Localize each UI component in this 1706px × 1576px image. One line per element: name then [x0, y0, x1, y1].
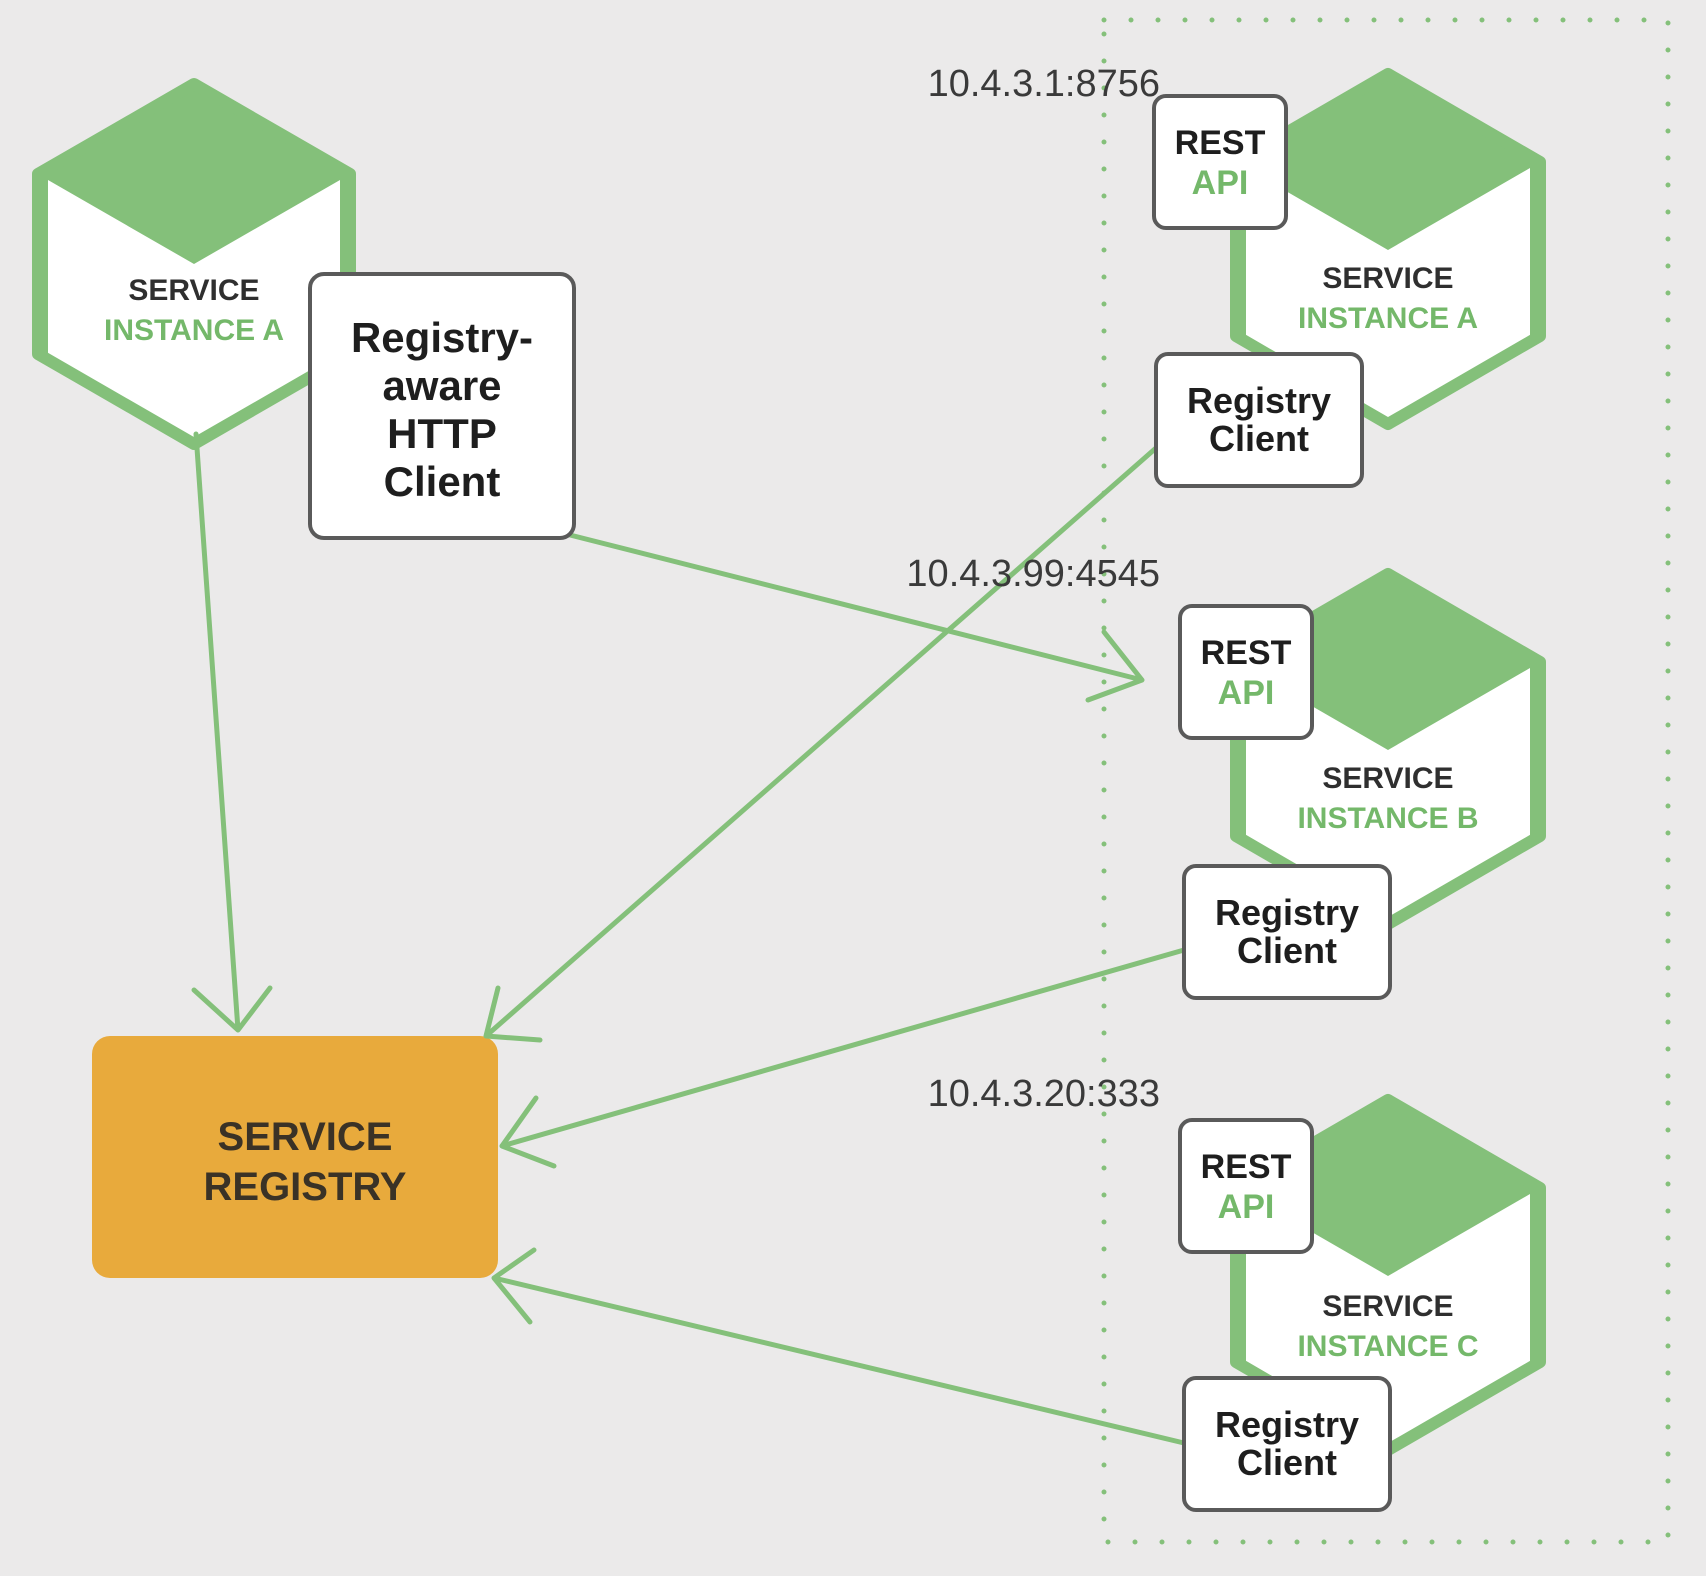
instance-b-address: 10.4.3.99:4545 [906, 553, 1160, 595]
registry-aware-http-client: Registry- aware HTTP Client [308, 272, 576, 540]
instance-b-registry-client-box: Registry Client [1182, 864, 1392, 1000]
arrow-http-client-to-instance-b [567, 532, 1145, 703]
instance-c-api-label: API [1218, 1188, 1275, 1226]
instance-a-address: 10.4.3.1:8756 [928, 63, 1160, 105]
instance-b-registry-client-label-2: Client [1237, 930, 1337, 971]
service-registry-box: SERVICE REGISTRY [92, 1036, 498, 1278]
service-registry-label-2: REGISTRY [204, 1165, 407, 1209]
client-service-label: SERVICE [128, 274, 259, 307]
instance-a-registry-client-label-2: Client [1209, 418, 1309, 459]
http-client-label-4: Client [384, 458, 501, 505]
instance-a-registry-client-label-1: Registry [1187, 380, 1331, 421]
instance-a-registry-client-box: Registry Client [1154, 352, 1364, 488]
instance-a-service-label: SERVICE [1322, 262, 1453, 295]
instance-c-registry-client-box: Registry Client [1182, 1376, 1392, 1512]
instance-c-registry-client-label-2: Client [1237, 1442, 1337, 1483]
instance-a-label: INSTANCE A [1298, 302, 1478, 335]
instance-b-api-label: API [1218, 674, 1275, 712]
instance-b-rest-label: REST [1201, 634, 1292, 672]
instance-a-api-label: API [1192, 164, 1249, 202]
instance-a-rest-api-box: REST API [1152, 94, 1288, 230]
instance-a-rest-label: REST [1175, 124, 1266, 162]
instance-c-rest-api-box: REST API [1178, 1118, 1314, 1254]
instance-c-address: 10.4.3.20:333 [928, 1073, 1160, 1115]
instance-c-label: INSTANCE C [1297, 1330, 1478, 1363]
arrow-instance-c-register [491, 1247, 1187, 1446]
arrow-client-to-registry [191, 431, 273, 1033]
http-client-label-3: HTTP [387, 410, 497, 457]
arrow-instance-a-register [483, 445, 1159, 1043]
client-service-hexagon: SERVICE INSTANCE A [32, 78, 356, 450]
instance-b-label: INSTANCE B [1297, 802, 1478, 835]
instance-c-registry-client-label-1: Registry [1215, 1404, 1359, 1445]
instance-b-registry-client-label-1: Registry [1215, 892, 1359, 933]
service-instance-a-hexagon: SERVICE INSTANCE A [1230, 68, 1546, 430]
service-registry-label-1: SERVICE [218, 1115, 393, 1159]
client-service-instance-label: INSTANCE A [104, 314, 284, 347]
instances-boundary [1101, 17, 1671, 1545]
instance-b-rest-api-box: REST API [1178, 604, 1314, 740]
instance-b-service-label: SERVICE [1322, 762, 1453, 795]
arrow-instance-b-register [499, 947, 1187, 1169]
instance-c-rest-label: REST [1201, 1148, 1292, 1186]
instance-c-service-label: SERVICE [1322, 1290, 1453, 1323]
http-client-label-2: aware [382, 362, 501, 409]
http-client-label-1: Registry- [351, 314, 533, 361]
